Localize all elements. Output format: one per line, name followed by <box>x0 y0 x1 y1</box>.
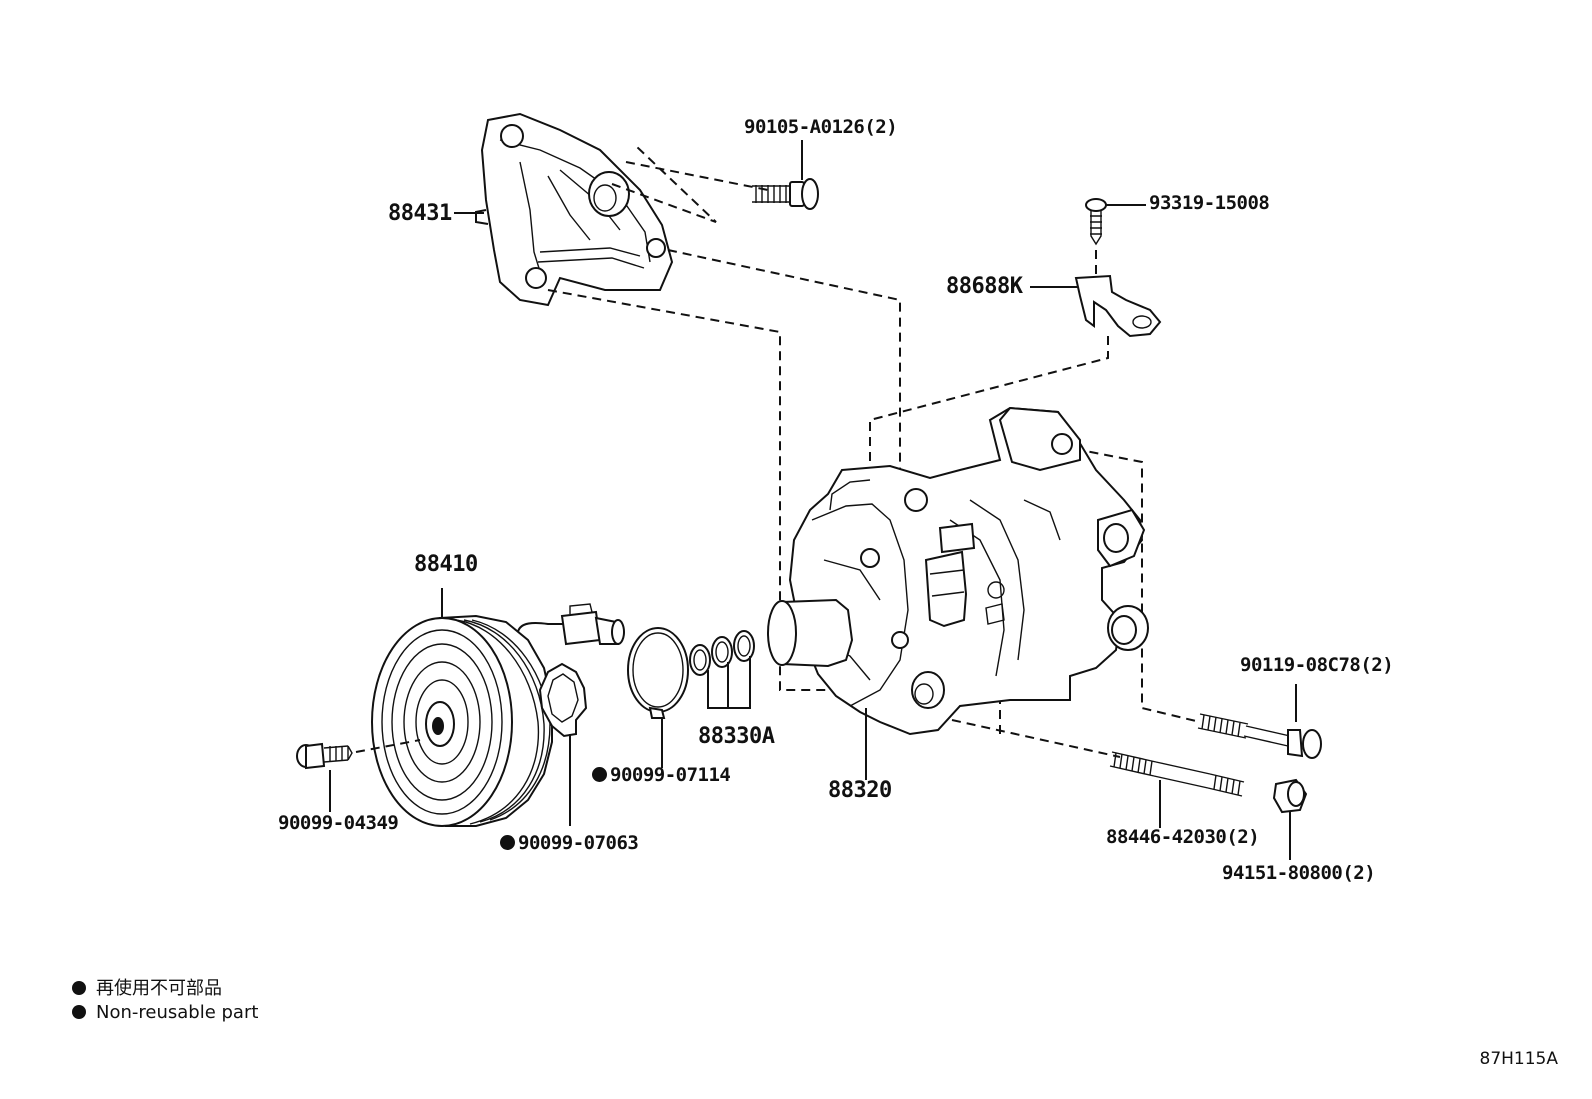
callout-stud-bolt-upper: 90119-08C78(2) <box>1240 654 1394 676</box>
snap-ring-drawing <box>627 627 689 768</box>
compressor-drawing <box>767 406 1149 736</box>
bracket-bolt-drawing <box>752 140 819 210</box>
stud-bolt-drawing <box>1109 751 1245 828</box>
callout-stud-bolt: 88446-42030(2) <box>1106 826 1260 848</box>
non-reusable-dot-icon <box>592 767 607 782</box>
callout-bracket-bolt: 90105-A0126(2) <box>744 116 898 138</box>
nut-drawing <box>1272 778 1308 860</box>
callout-nut: 94151-80800(2) <box>1222 862 1376 884</box>
clutch-drawing <box>371 588 625 827</box>
stud-bolt-upper-drawing <box>1197 684 1322 759</box>
legend-en: Non-reusable part <box>72 1002 258 1023</box>
leader-lines <box>454 212 867 780</box>
callout-shim-set: 88330A <box>698 724 775 749</box>
callout-shim: 90099-07063 <box>500 832 639 854</box>
shim-set-drawing <box>689 630 755 709</box>
callout-clutch-bolt: 90099-04349 <box>278 812 399 834</box>
diagram-code: 87H115A <box>1479 1049 1559 1069</box>
callout-wire-bracket: 88688K <box>946 274 1023 299</box>
clutch-bolt-drawing <box>296 739 421 812</box>
screw-drawing <box>1085 198 1146 246</box>
callout-compressor: 88320 <box>828 778 892 803</box>
callout-clutch: 88410 <box>414 552 478 577</box>
legend-jp: 再使用不可部品 <box>72 974 222 1000</box>
wire-bracket-drawing <box>1030 274 1162 338</box>
callout-snap-ring: 90099-07114 <box>592 764 731 786</box>
shim-drawing <box>538 662 588 826</box>
bracket-drawing <box>475 112 674 307</box>
callout-screw: 93319-15008 <box>1149 192 1270 214</box>
non-reusable-dot-icon <box>72 1005 86 1019</box>
non-reusable-dot-icon <box>500 835 515 850</box>
non-reusable-dot-icon <box>72 981 86 995</box>
callout-bracket: 88431 <box>388 201 452 226</box>
